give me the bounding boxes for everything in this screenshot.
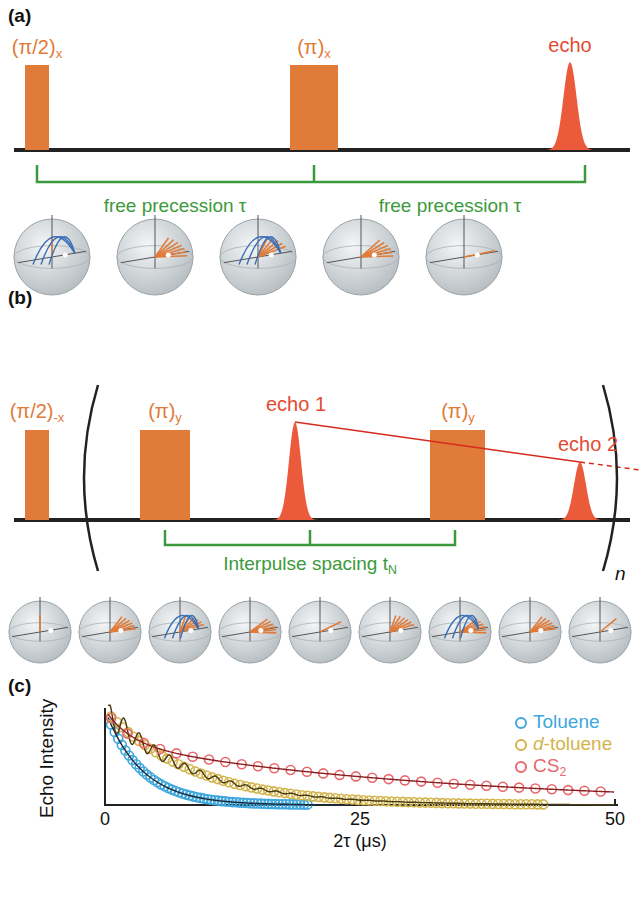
echo-label: echo 2 (558, 433, 618, 455)
legend-marker (516, 762, 526, 772)
pulse-label: (π)y (148, 400, 182, 422)
sphere-dot (258, 628, 263, 633)
rotation-arc (41, 237, 75, 265)
pulse (140, 430, 190, 520)
legend-text: CS2 (533, 756, 566, 777)
echo-label: echo (548, 34, 591, 56)
tick-label: 0 (100, 810, 110, 830)
repeat-count: n (615, 564, 626, 585)
sphere-dot (608, 628, 613, 633)
sphere-dot (48, 628, 53, 633)
sphere-dot (372, 253, 377, 258)
sphere-axis (600, 597, 601, 641)
bracket (165, 530, 455, 545)
legend-swatch (514, 716, 528, 730)
interval-label: Interpulse spacing tN (223, 554, 397, 575)
axis-title: Echo Intensity (38, 698, 59, 817)
pulse (25, 430, 49, 520)
echo-shape (544, 462, 616, 520)
legend-text: d-toluene (533, 734, 612, 755)
legend-swatch (514, 760, 528, 774)
plot-axes (105, 708, 618, 805)
sphere-axis (180, 597, 181, 641)
time-axis (14, 518, 630, 522)
axis-title: 2τ (μs) (333, 832, 386, 852)
panel-label: (b) (8, 288, 32, 309)
rotation-arc (181, 615, 199, 638)
spin-vector (250, 619, 267, 632)
decay-line (580, 462, 640, 470)
sphere-axis (155, 215, 156, 268)
sphere-dot (188, 628, 193, 633)
sphere-dot (538, 628, 543, 633)
legend-marker (516, 718, 526, 728)
panel-label: (c) (8, 676, 31, 697)
pulse-label: (π)x (297, 36, 331, 58)
spin-vector (39, 615, 41, 632)
panel-label: (a) (8, 6, 31, 27)
bracket (37, 165, 585, 182)
sphere-dot (269, 253, 274, 258)
decay-line (295, 422, 580, 462)
data-point (191, 767, 200, 776)
sphere-axis (390, 597, 391, 641)
fit-curve (108, 705, 614, 804)
sphere-dot (63, 253, 68, 258)
interval-label: free precession τ (104, 196, 247, 217)
rotation-arc (49, 237, 75, 265)
pulse-label: (π/2)x (12, 36, 62, 58)
rotation-arc (461, 615, 479, 638)
echo-label: echo 1 (266, 393, 326, 415)
sphere-dot (328, 628, 333, 633)
sphere-dot (398, 628, 403, 633)
rotation-arc (247, 237, 281, 265)
sphere-dot (468, 628, 473, 633)
rotation-arc (165, 615, 199, 638)
echo-shape (259, 422, 331, 520)
pulse (430, 430, 485, 520)
spin-vector (600, 619, 616, 632)
spin-vector (464, 251, 495, 257)
pulse-label: (π/2)-x (10, 400, 65, 422)
sphere-axis (430, 251, 498, 262)
echo-shape (531, 62, 609, 150)
rotation-arc (453, 615, 479, 638)
spin-vector (320, 622, 341, 632)
rotation-arc (255, 237, 281, 265)
legend-marker (516, 740, 526, 750)
interval-label: free precession τ (379, 196, 522, 217)
rotation-arc (33, 237, 75, 265)
tick-label: 50 (605, 810, 625, 830)
bracket (603, 385, 617, 571)
tick-label: 25 (350, 810, 370, 830)
sphere-axis (110, 597, 111, 641)
pulse-label: (π)y (441, 400, 475, 422)
sphere-axis (530, 597, 531, 641)
sphere-axis (250, 597, 251, 641)
pulse (290, 65, 338, 150)
sphere-axis (320, 597, 321, 641)
pulse (25, 65, 49, 150)
bracket (84, 385, 98, 571)
rotation-arc (445, 615, 479, 638)
spin-vector (390, 615, 396, 632)
sphere-axis (361, 215, 362, 268)
legend-text: Toluene (533, 712, 600, 733)
sphere-dot (166, 253, 171, 258)
sphere-axis (460, 597, 461, 641)
sphere-axis (464, 215, 465, 268)
rotation-arc (173, 615, 199, 638)
sphere-dot (118, 628, 123, 633)
legend-swatch (514, 738, 528, 752)
spin-vector (361, 240, 380, 257)
rotation-arc (239, 237, 281, 265)
sphere-axis (40, 597, 41, 641)
sphere-dot (475, 253, 480, 258)
